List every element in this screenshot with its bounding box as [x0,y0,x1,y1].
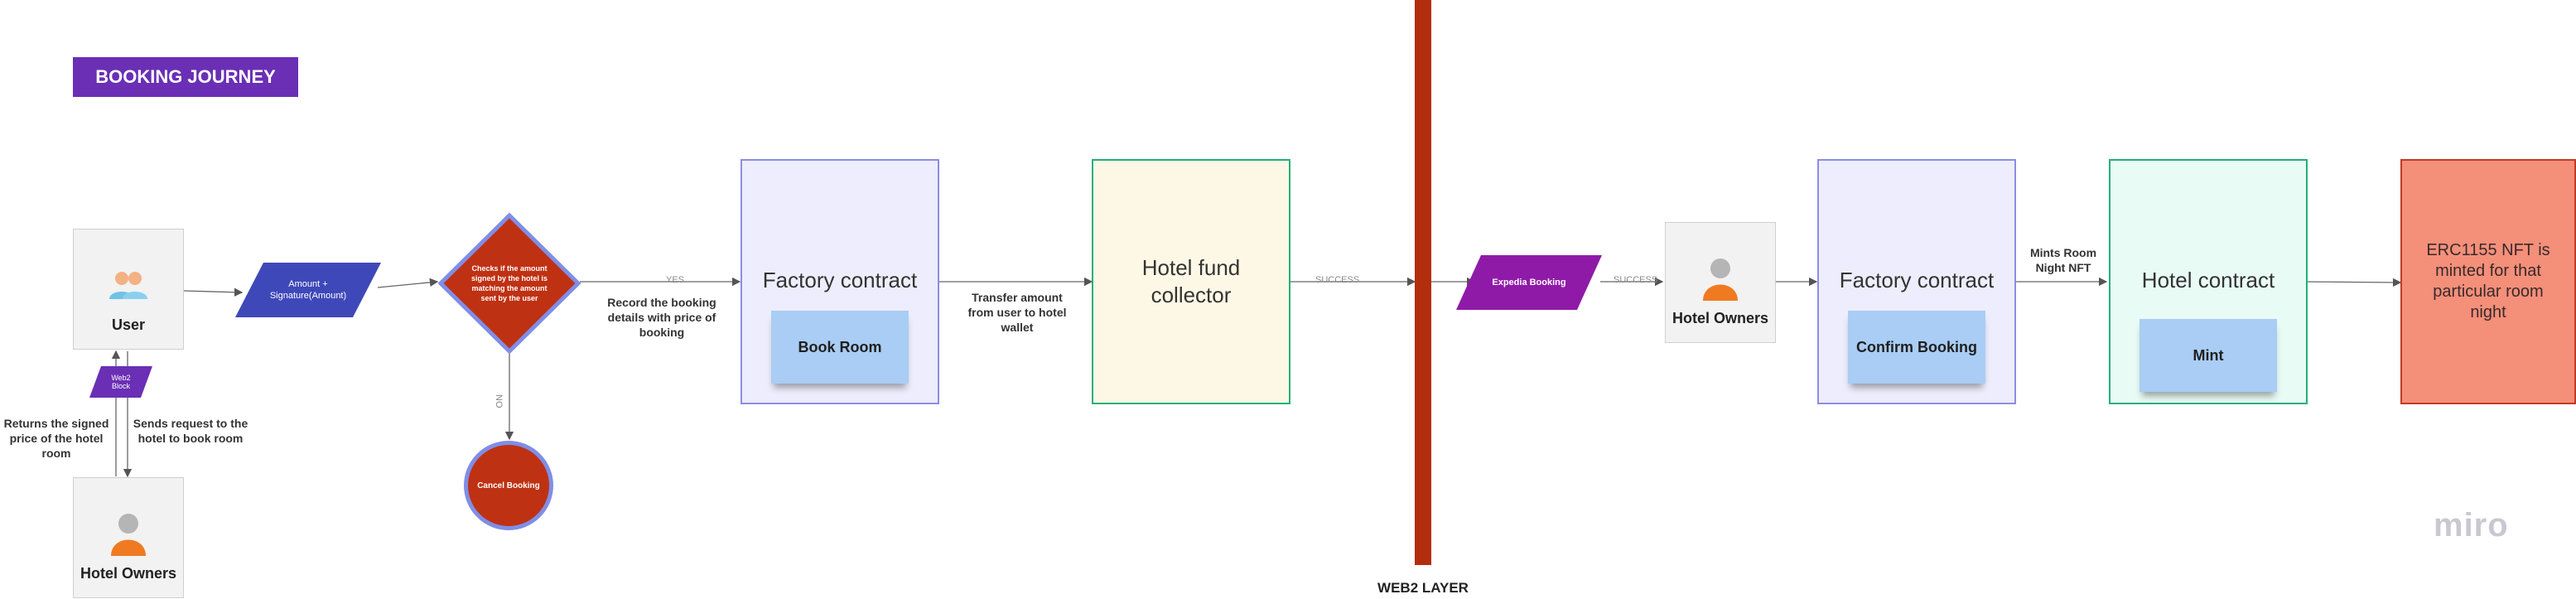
transfer-amount-label: Transfer amount from user to hotel walle… [967,291,1067,334]
user-label: User [111,316,146,333]
users-icon [109,272,147,299]
user-actor: User [73,229,184,350]
edge-amount-to-decision [377,278,439,288]
factory-contract-right: Factory contract Confirm Booking [1817,159,2016,404]
mint-note: Mint [2139,319,2277,392]
book-room-note: Book Room [771,311,909,384]
decision-label: Checks if the amount signed by the hotel… [470,264,548,302]
sends-request-label: Sends request to the hotel to book room [133,417,248,445]
success-label-2: SUCCESS [1614,275,1658,285]
web2-layer-bar [1415,0,1431,565]
hotel-owners-left-actor: Hotel Owners [73,477,184,598]
success-label-1: SUCCESS [1315,275,1360,285]
edge-hotel-to-erc [2304,278,2402,287]
erc1155-result: ERC1155 NFT is minted for that particula… [2400,159,2576,404]
amount-signature-label: Amount + Signature(Amount) [269,279,347,301]
expedia-booking-shape: Expedia Booking [1456,255,1602,310]
cancel-booking-circle: Cancel Booking [464,441,553,530]
hotel-contract-title: Hotel contract [2141,268,2275,292]
factory-contract-left: Factory contract Book Room [740,159,939,404]
page-title: BOOKING JOURNEY [73,57,298,97]
edge-user-to-amount [183,287,244,297]
person-icon [111,514,146,556]
web2-block-label: Web2 Block [111,374,131,390]
hotel-owners-left-label: Hotel Owners [80,565,177,582]
amount-signature-shape: Amount + Signature(Amount) [235,263,381,317]
expedia-booking-label: Expedia Booking [1492,278,1566,287]
web2-block-shape: Web2 Block [89,366,152,398]
returns-signed-label: Returns the signed price of the hotel ro… [3,417,109,460]
decision-diamond: Checks if the amount signed by the hotel… [437,212,581,355]
erc1155-result-text: ERC1155 NFT is minted for that particula… [2426,241,2550,321]
miro-watermark: miro [2434,507,2509,543]
yes-label: YES [666,275,685,285]
hotel-owners-right-label: Hotel Owners [1672,310,1769,326]
web2-layer-label: WEB2 LAYER [1377,580,1469,596]
hotel-fund-collector-title: Hotel fund collector [1141,255,1241,307]
mints-room-label: Mints Room Night NFT [2029,246,2097,274]
hotel-contract: Hotel contract Mint [2109,159,2308,404]
record-booking-label: Record the booking details with price of… [607,296,716,339]
factory-contract-left-title: Factory contract [762,268,918,292]
person-icon [1703,258,1738,301]
hotel-owners-right-actor: Hotel Owners [1665,222,1776,343]
factory-contract-right-title: Factory contract [1839,268,1995,292]
no-label: NO [494,394,504,408]
hotel-fund-collector: Hotel fund collector [1092,159,1290,404]
confirm-booking-note: Confirm Booking [1848,311,1985,384]
